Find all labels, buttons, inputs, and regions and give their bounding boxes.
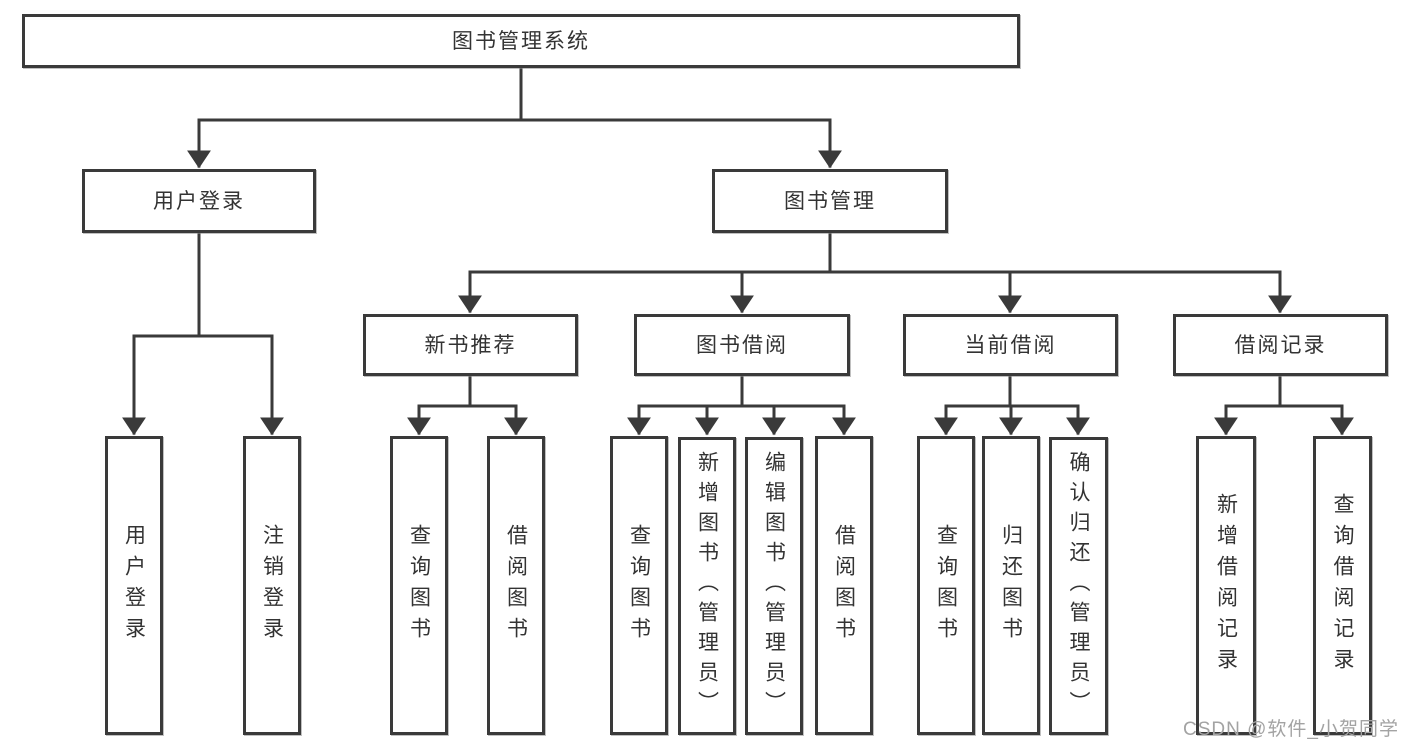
leaf-borrow-books-recommend-label: 借阅图书 bbox=[504, 523, 528, 648]
node-new-book-recommend: 新书推荐 bbox=[363, 314, 578, 376]
leaf-query-books-recommend: 查询图书 bbox=[390, 436, 448, 735]
node-current-borrow: 当前借阅 bbox=[903, 314, 1118, 376]
node-root: 图书管理系统 bbox=[22, 14, 1020, 68]
leaf-return-book-label: 归还图书 bbox=[999, 523, 1023, 648]
leaf-logout-label: 注销登录 bbox=[260, 523, 284, 648]
leaf-logout: 注销登录 bbox=[243, 436, 301, 735]
leaf-borrow-books-label: 借阅图书 bbox=[832, 523, 856, 648]
leaf-add-book-admin-label: 新增图书（管理员） bbox=[695, 451, 719, 721]
node-book-borrow-label: 图书借阅 bbox=[696, 333, 788, 357]
node-new-book-recommend-label: 新书推荐 bbox=[424, 333, 517, 357]
leaf-edit-book-admin-label: 编辑图书（管理员） bbox=[762, 451, 786, 721]
csdn-watermark: CSDN @软件_小贺同学 bbox=[1183, 719, 1399, 740]
leaf-add-borrow-record-label: 新增借阅记录 bbox=[1214, 492, 1238, 679]
leaf-query-borrow-record: 查询借阅记录 bbox=[1313, 436, 1372, 735]
leaf-query-borrow-record-label: 查询借阅记录 bbox=[1331, 492, 1354, 679]
leaf-confirm-return-admin: 确认归还（管理员） bbox=[1049, 437, 1108, 735]
node-user-login: 用户登录 bbox=[82, 169, 316, 233]
leaf-query-books-current-label: 查询图书 bbox=[934, 523, 958, 648]
leaf-borrow-books: 借阅图书 bbox=[815, 436, 873, 735]
leaf-query-books-borrow-label: 查询图书 bbox=[627, 523, 651, 648]
leaf-user-login-label: 用户登录 bbox=[122, 523, 146, 648]
leaf-borrow-books-recommend: 借阅图书 bbox=[487, 436, 545, 735]
leaf-user-login: 用户登录 bbox=[105, 436, 163, 735]
leaf-add-borrow-record: 新增借阅记录 bbox=[1196, 436, 1256, 735]
node-borrow-records-label: 借阅记录 bbox=[1234, 333, 1327, 357]
node-current-borrow-label: 当前借阅 bbox=[964, 333, 1057, 357]
leaf-query-books-current: 查询图书 bbox=[917, 436, 975, 735]
leaf-confirm-return-admin-label: 确认归还（管理员） bbox=[1067, 451, 1090, 721]
node-borrow-records: 借阅记录 bbox=[1173, 314, 1388, 376]
node-book-management-label: 图书管理 bbox=[784, 189, 876, 213]
leaf-query-books-recommend-label: 查询图书 bbox=[407, 523, 431, 648]
leaf-return-book: 归还图书 bbox=[982, 436, 1040, 735]
node-book-borrow: 图书借阅 bbox=[634, 314, 850, 376]
node-root-label: 图书管理系统 bbox=[452, 29, 590, 53]
leaf-add-book-admin: 新增图书（管理员） bbox=[678, 437, 736, 735]
node-user-login-label: 用户登录 bbox=[153, 189, 245, 213]
node-book-management: 图书管理 bbox=[712, 169, 948, 233]
leaf-edit-book-admin: 编辑图书（管理员） bbox=[745, 437, 803, 735]
leaf-query-books-borrow: 查询图书 bbox=[610, 436, 668, 735]
